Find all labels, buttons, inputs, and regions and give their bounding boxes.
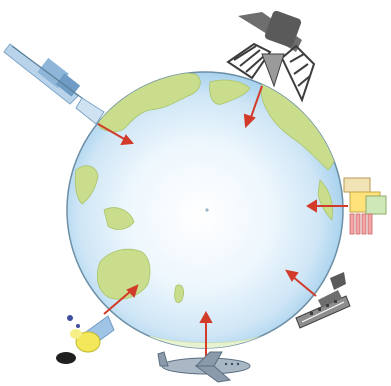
ship-icon xyxy=(295,272,351,329)
aircraft-icon xyxy=(157,351,251,383)
arrow-satellite xyxy=(243,85,263,129)
weather-buoy-icon xyxy=(343,177,387,235)
japan-landmass xyxy=(209,79,251,105)
arrow-tower xyxy=(97,123,135,146)
indonesia-landmass xyxy=(103,207,135,230)
arrow-ship xyxy=(285,269,317,297)
new-zealand-landmass xyxy=(174,284,184,303)
landmasses xyxy=(74,72,338,348)
globe xyxy=(66,71,344,349)
radio-tower-icon xyxy=(3,43,105,125)
arrow-balloon xyxy=(103,284,139,315)
center-marker xyxy=(205,208,209,212)
coastal-landmass xyxy=(317,179,333,221)
arrow-buoy xyxy=(306,199,348,213)
weather-balloon-icon xyxy=(56,315,115,364)
observation-arrows xyxy=(97,85,348,356)
arrow-aircraft xyxy=(199,310,213,356)
islands-landmass xyxy=(74,165,99,205)
satellite-icon xyxy=(226,10,316,103)
